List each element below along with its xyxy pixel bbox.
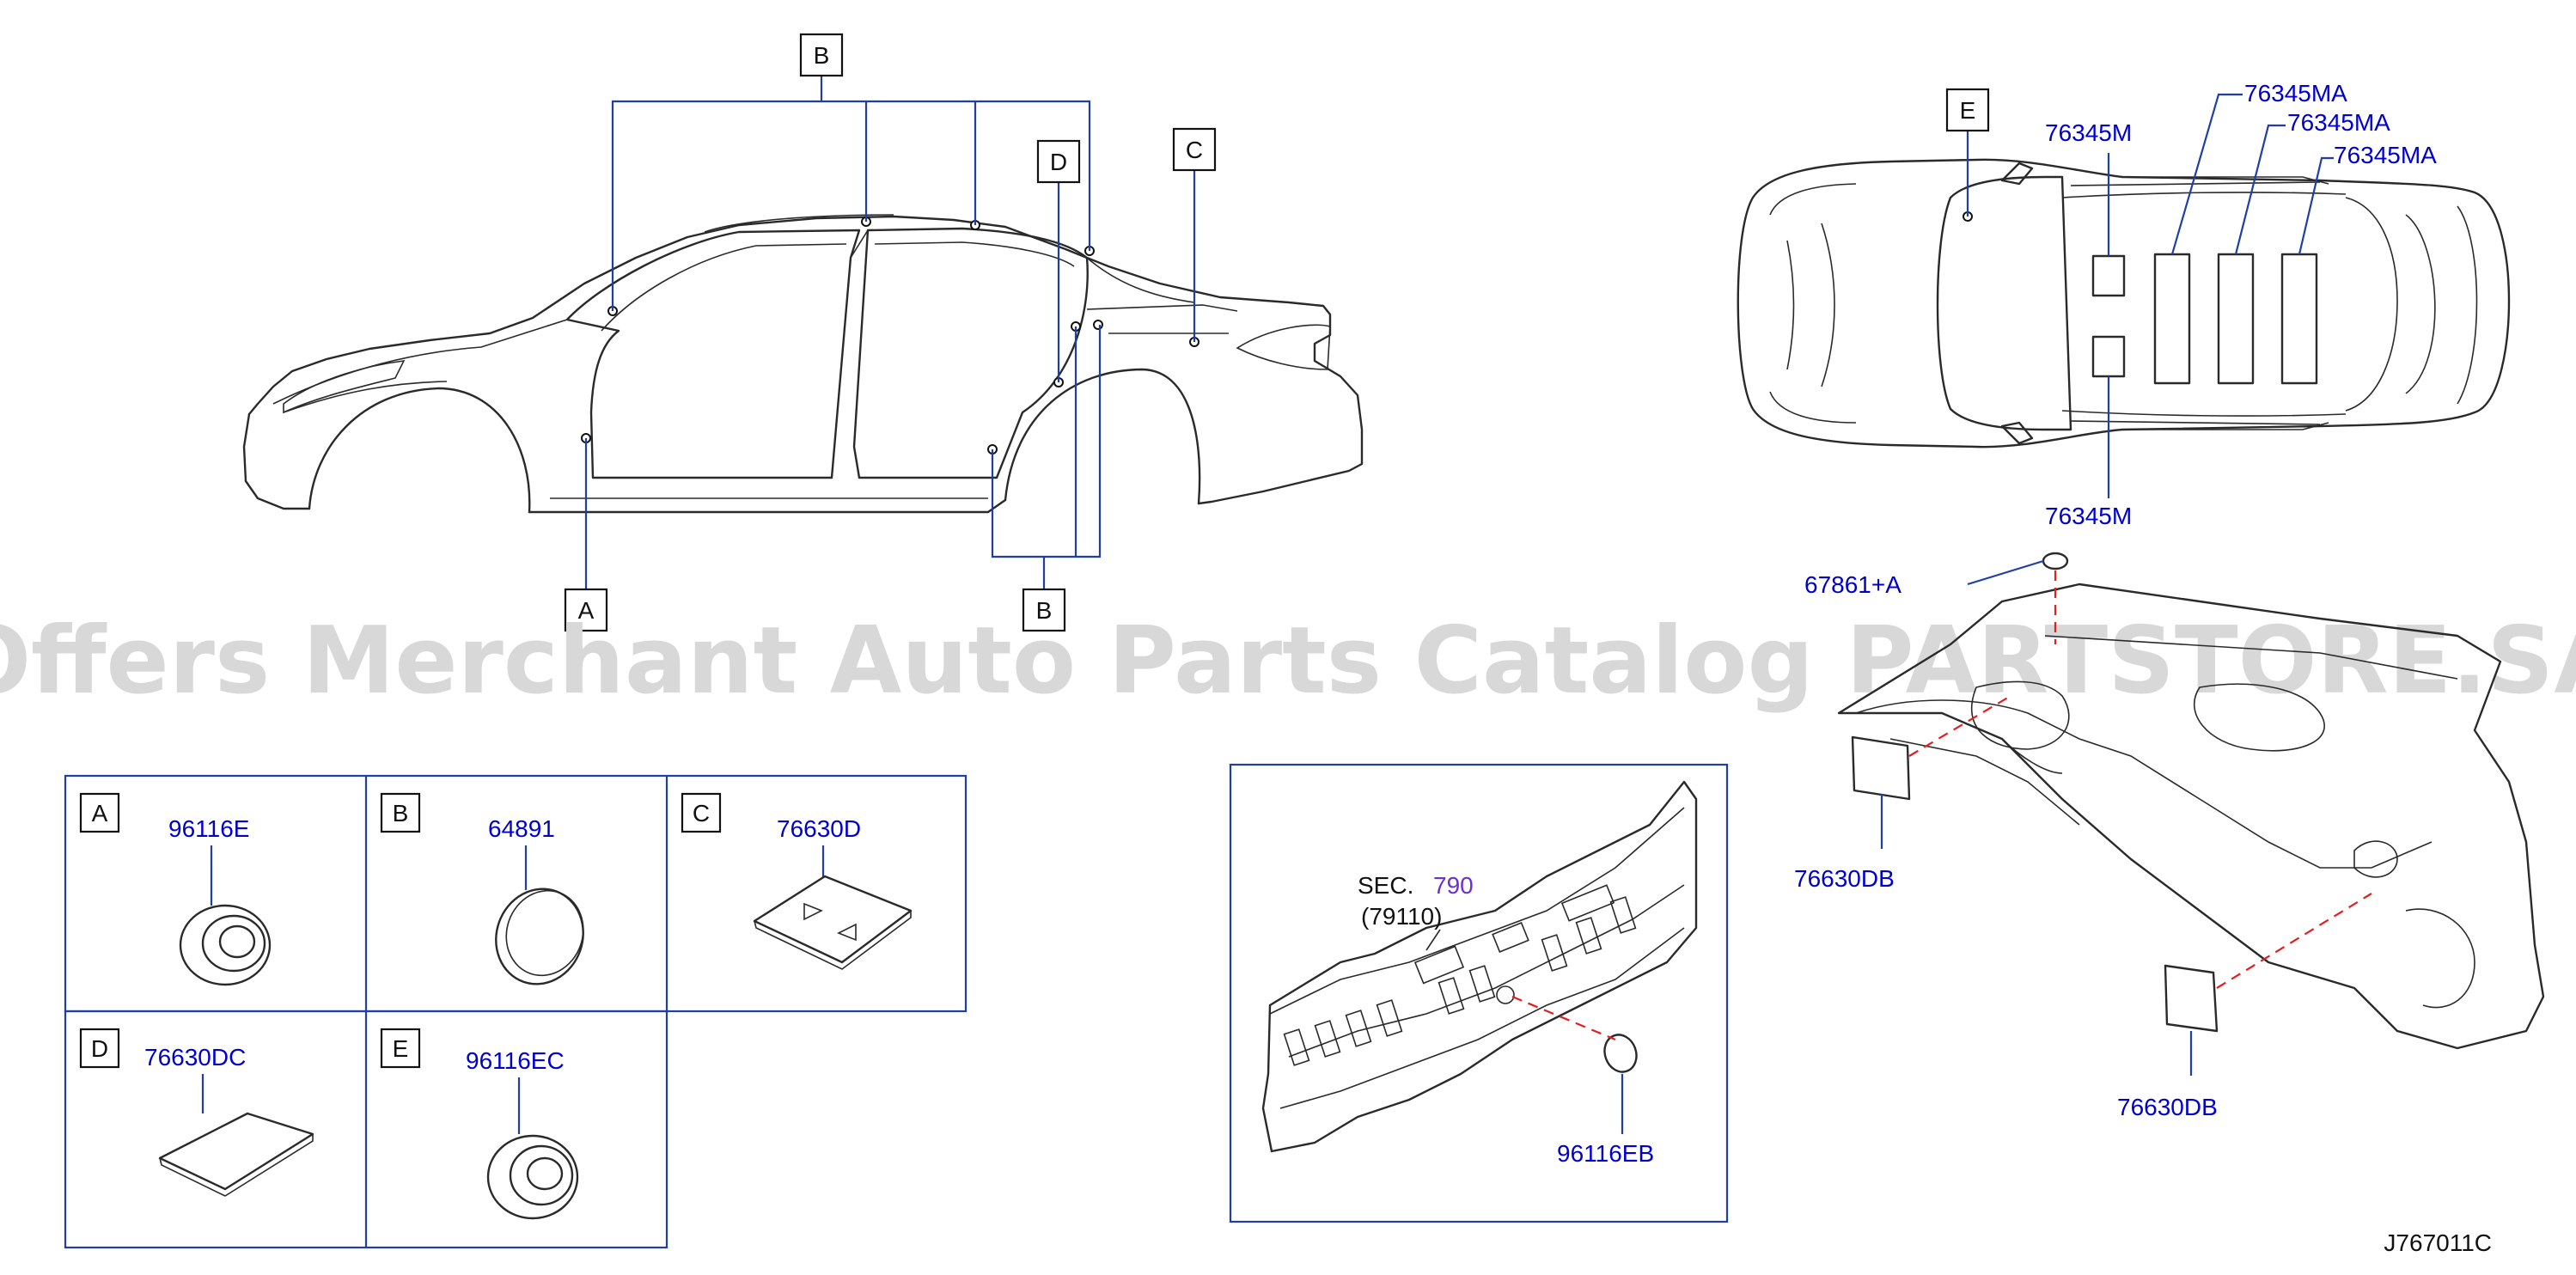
callout-a-label: A: [578, 597, 595, 624]
part-76630db-left: 76630DB: [1794, 865, 1895, 892]
part-76345m-top: 76345M: [2045, 119, 2132, 146]
round-plug-icon: [495, 888, 584, 985]
part-76345ma-2: 76345MA: [2287, 109, 2390, 136]
callout-b-top-label: B: [814, 42, 830, 69]
grommet-icon: [486, 1134, 579, 1220]
floor-panel: [1837, 552, 2545, 1050]
part-76345m-bottom: 76345M: [2045, 503, 2132, 529]
part-76345ma-1: 76345MA: [2244, 80, 2347, 107]
rear-panel-leaders: [1425, 929, 1624, 1134]
legend-part-d: 76630DC: [144, 1044, 246, 1071]
legend-part-c: 76630D: [777, 815, 861, 842]
legend-key-d: D: [91, 1035, 108, 1062]
diagram-id: J767011C: [2384, 1229, 2492, 1256]
callout-c: C: [1172, 127, 1217, 172]
rear-panel-detail: [1229, 763, 1729, 1223]
legend-key-b: B: [393, 800, 409, 827]
part-76345ma-3: 76345MA: [2334, 142, 2437, 168]
legend-part-b: 64891: [488, 815, 555, 842]
watermark: Offers Merchant Auto Parts Catalog PARTS…: [0, 607, 2576, 715]
square-plug-icon: [753, 875, 913, 970]
callout-b-bottom-label: B: [1036, 597, 1053, 624]
legend-part-e: 96116EC: [466, 1047, 565, 1074]
callout-d: D: [1036, 139, 1081, 184]
sec-number-link[interactable]: 790: [1433, 872, 1474, 899]
part-76630db-right: 76630DB: [2117, 1094, 2218, 1120]
legend-key-e: E: [393, 1035, 409, 1062]
floor-leaders: [1880, 559, 2372, 1076]
legend-key-c: C: [693, 800, 710, 827]
side-view-leaders: [584, 76, 1196, 589]
grommet-icon: [179, 904, 272, 986]
part-67861-a: 67861+A: [1804, 571, 1901, 598]
callout-e: E: [1945, 88, 1990, 132]
legend-cell-a: A 96116E: [79, 792, 272, 986]
car-side-view: [242, 214, 1364, 514]
legend-part-a: 96116E: [168, 815, 249, 842]
callout-c-label: C: [1186, 137, 1203, 163]
sec-ref: (79110): [1361, 903, 1442, 930]
callout-b-top: B: [799, 33, 844, 77]
callout-d-label: D: [1050, 149, 1067, 175]
car-top-view: [1737, 158, 2511, 448]
callout-b-bottom: B: [1022, 588, 1066, 632]
part-96116eb: 96116EB: [1557, 1140, 1654, 1167]
top-view-leaders: [1966, 93, 2334, 498]
flat-pad-icon: [158, 1112, 314, 1197]
legend-key-a: A: [92, 800, 108, 827]
callout-e-label: E: [1960, 97, 1976, 124]
sec-prefix: SEC.: [1358, 872, 1413, 899]
legend-cell-b: B 64891: [380, 792, 584, 985]
legend-cell-d: D 76630DC: [79, 1028, 314, 1197]
legend-cell-c: C 76630D: [681, 792, 913, 970]
legend-cell-e: E 96116EC: [380, 1028, 579, 1220]
callout-a: A: [564, 588, 608, 632]
legend-grid: [64, 774, 968, 1249]
